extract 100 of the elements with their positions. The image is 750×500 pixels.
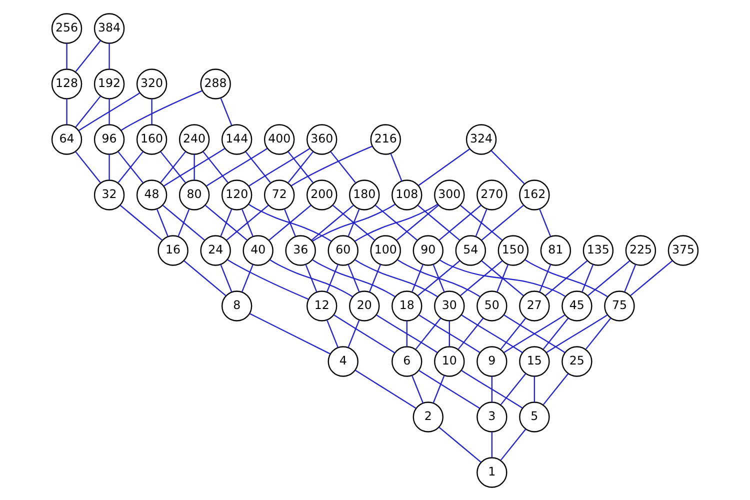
connector <box>491 376 492 402</box>
connector <box>368 264 382 292</box>
connector <box>332 204 375 240</box>
connector <box>312 258 396 297</box>
connector <box>354 203 438 242</box>
node-circle: 200 <box>306 179 338 210</box>
connector <box>354 369 416 408</box>
node-circle: 60 <box>328 234 358 266</box>
node-circle: 72 <box>264 179 295 210</box>
connector <box>66 42 68 68</box>
node-circle: 5 <box>519 401 550 432</box>
node-circle: 324 <box>466 124 497 154</box>
node-circle: 25 <box>562 346 592 376</box>
connector <box>326 264 339 292</box>
connector <box>348 208 360 236</box>
node-circle: 8 <box>221 290 252 321</box>
connector <box>588 260 630 296</box>
connector <box>538 208 552 236</box>
connector <box>311 204 354 240</box>
connector <box>248 147 310 186</box>
connector <box>461 369 523 408</box>
connector <box>249 312 330 354</box>
connector <box>432 374 445 403</box>
node-circle: 12 <box>306 290 338 321</box>
connector <box>120 90 202 130</box>
connector <box>241 208 254 236</box>
node-circle: 75 <box>604 290 635 321</box>
connector <box>481 260 524 296</box>
connector <box>624 264 636 292</box>
connector <box>227 258 309 300</box>
connector <box>270 258 353 297</box>
node-circle: 320 <box>136 68 168 99</box>
connector <box>291 145 372 186</box>
connector <box>108 42 110 68</box>
connector <box>397 258 480 297</box>
connector <box>586 317 612 349</box>
node-circle: 108 <box>392 179 422 210</box>
connector <box>460 260 503 296</box>
connector <box>458 317 484 349</box>
connector <box>490 150 525 184</box>
node-circle: 144 <box>221 124 252 154</box>
node-circle: 360 <box>306 124 338 154</box>
node-circle: 162 <box>519 179 550 210</box>
connector <box>475 208 488 236</box>
connector <box>164 147 226 186</box>
node-circle: 36 <box>285 234 316 266</box>
connector <box>75 150 101 182</box>
connector <box>415 317 442 349</box>
node-circle: 80 <box>178 179 210 210</box>
connector <box>241 264 254 292</box>
connector <box>66 98 68 124</box>
connector <box>120 204 162 240</box>
connector <box>75 95 102 127</box>
node-circle: 225 <box>625 234 656 266</box>
connector <box>108 154 110 180</box>
connector <box>504 314 566 353</box>
connector <box>411 374 424 403</box>
node-circle: 288 <box>200 68 231 99</box>
node-circle: 16 <box>158 234 188 266</box>
node-circle: 216 <box>370 124 401 154</box>
node-circle: 2 <box>412 401 444 432</box>
connector <box>162 204 205 240</box>
connector <box>418 260 460 296</box>
node-circle: 375 <box>668 234 699 266</box>
connector <box>220 208 232 236</box>
node-circle: 4 <box>328 346 358 376</box>
connector <box>630 260 673 296</box>
connector <box>481 204 524 240</box>
node-circle: 192 <box>94 68 125 99</box>
connector <box>438 204 482 240</box>
node-circle: 160 <box>136 124 168 154</box>
connector <box>312 203 396 242</box>
node-circle: 24 <box>200 234 231 266</box>
connector <box>334 314 395 353</box>
connector <box>268 204 312 240</box>
node-circle: 128 <box>51 68 82 99</box>
connector <box>284 208 296 236</box>
node-circle: 15 <box>519 346 550 376</box>
connector <box>460 204 502 240</box>
connector <box>438 426 482 462</box>
node-circle: 384 <box>94 12 125 44</box>
node-circle: 1 <box>476 456 508 488</box>
connector <box>305 264 318 292</box>
node-circle: 27 <box>519 290 550 321</box>
node-circle: 120 <box>221 179 252 210</box>
connector <box>354 258 438 297</box>
connector <box>448 320 450 346</box>
connector <box>545 260 588 296</box>
connector <box>220 97 232 126</box>
node-circle: 81 <box>540 234 572 266</box>
connector <box>75 40 102 72</box>
node-circle: 20 <box>349 290 380 321</box>
node-circle: 256 <box>51 12 82 44</box>
connector <box>582 264 594 292</box>
connector <box>418 369 480 408</box>
connector <box>156 208 168 236</box>
connector <box>461 314 523 353</box>
node-circle: 400 <box>264 124 295 154</box>
connector <box>418 204 460 240</box>
connector <box>542 317 569 349</box>
